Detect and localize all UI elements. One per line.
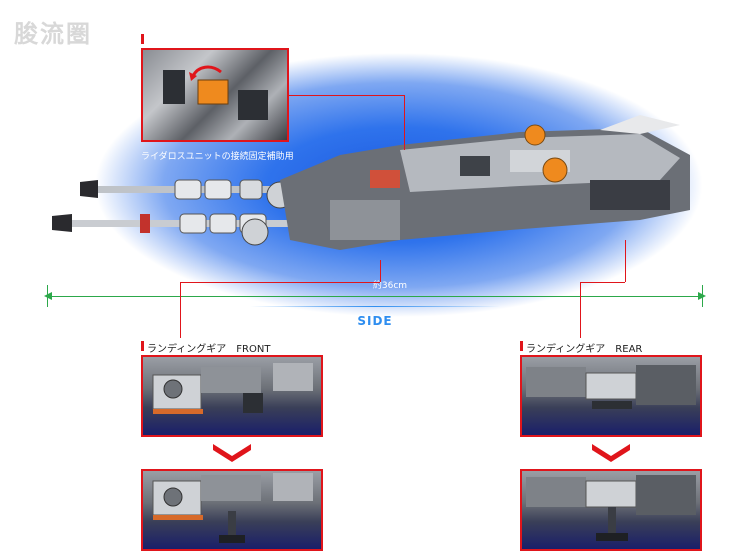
length-label: 約36cm (372, 281, 408, 291)
vent-panel (460, 156, 490, 176)
red-detail (370, 170, 400, 188)
lower-segment (209, 213, 237, 234)
connector-line (289, 95, 404, 96)
accent-tag (141, 34, 144, 44)
front-gear-retracted-photo (141, 355, 323, 437)
hatch-detail-photo (141, 48, 289, 142)
measure-line (47, 296, 703, 297)
orange-pod (542, 157, 568, 183)
view-title: SIDE (357, 314, 393, 328)
upper-segment (204, 179, 232, 200)
upper-claw (80, 180, 98, 198)
rear-gear-retracted-photo (520, 355, 702, 437)
rear-label: ランディングギア REAR (526, 344, 643, 355)
rotate-arrow-icon (191, 65, 222, 77)
fin (600, 115, 680, 134)
front-connector (380, 260, 381, 282)
measure-arrow-left-icon (44, 292, 52, 300)
accent-tag (141, 341, 144, 351)
side-underline (250, 306, 500, 307)
front-gear-deployed-photo (141, 469, 323, 551)
joint (241, 218, 269, 246)
model-illustration (52, 115, 690, 250)
rear-block (590, 180, 670, 210)
front-connector (180, 282, 380, 283)
front-connector (180, 282, 181, 338)
rear-connector (580, 282, 625, 283)
rear-connector (625, 240, 626, 282)
top-tag-label: ハッチ (147, 36, 177, 47)
lower-red-band (140, 214, 150, 233)
upper-segment (174, 179, 202, 200)
cockpit-block (330, 200, 400, 240)
hatch-photo-content (163, 65, 268, 120)
chevron-down-icon (592, 444, 630, 462)
accent-tag (520, 341, 523, 351)
top-caption: ライダロスユニットの接続固定補助用 (141, 152, 294, 162)
upper-segment (239, 179, 263, 200)
rear-gear-deployed-photo (520, 469, 702, 551)
orange-pod (524, 124, 546, 146)
lower-segment (179, 213, 207, 234)
front-label: ランディングギア FRONT (147, 344, 271, 355)
measure-arrow-right-icon (698, 292, 706, 300)
connector-line (404, 95, 405, 150)
lower-claw (52, 214, 72, 232)
rear-connector (580, 282, 581, 338)
chevron-down-icon (213, 444, 251, 462)
